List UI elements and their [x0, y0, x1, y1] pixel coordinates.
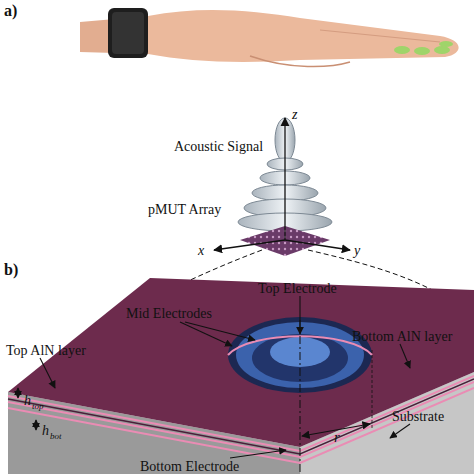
axis-label: y — [354, 244, 360, 258]
dimension-subscript: bot — [50, 432, 62, 441]
part-label: Mid Electrodes — [126, 307, 212, 321]
dimension-symbol: h — [24, 394, 31, 408]
pmut-cross-section — [8, 278, 474, 474]
axes — [214, 118, 350, 250]
axis-label: z — [292, 108, 297, 122]
part-label: Substrate — [392, 410, 444, 424]
part-label: pMUT Array — [148, 203, 221, 217]
panel-label: a) — [4, 3, 17, 19]
part-label: Bottom Electrode — [140, 460, 239, 474]
hand-illustration — [80, 8, 459, 67]
dimension-subscript: top — [32, 402, 44, 411]
dimension-symbol: r — [334, 430, 340, 445]
dimension-symbol: h — [42, 424, 49, 438]
part-label: Top Electrode — [258, 282, 337, 296]
panel-label: b) — [4, 262, 18, 278]
axis-label: x — [198, 244, 204, 258]
part-label: Bottom AlN layer — [352, 330, 452, 344]
leader-lines — [18, 296, 410, 458]
part-label: Top AlN layer — [6, 344, 86, 358]
signal-label: Acoustic Signal — [174, 140, 263, 154]
